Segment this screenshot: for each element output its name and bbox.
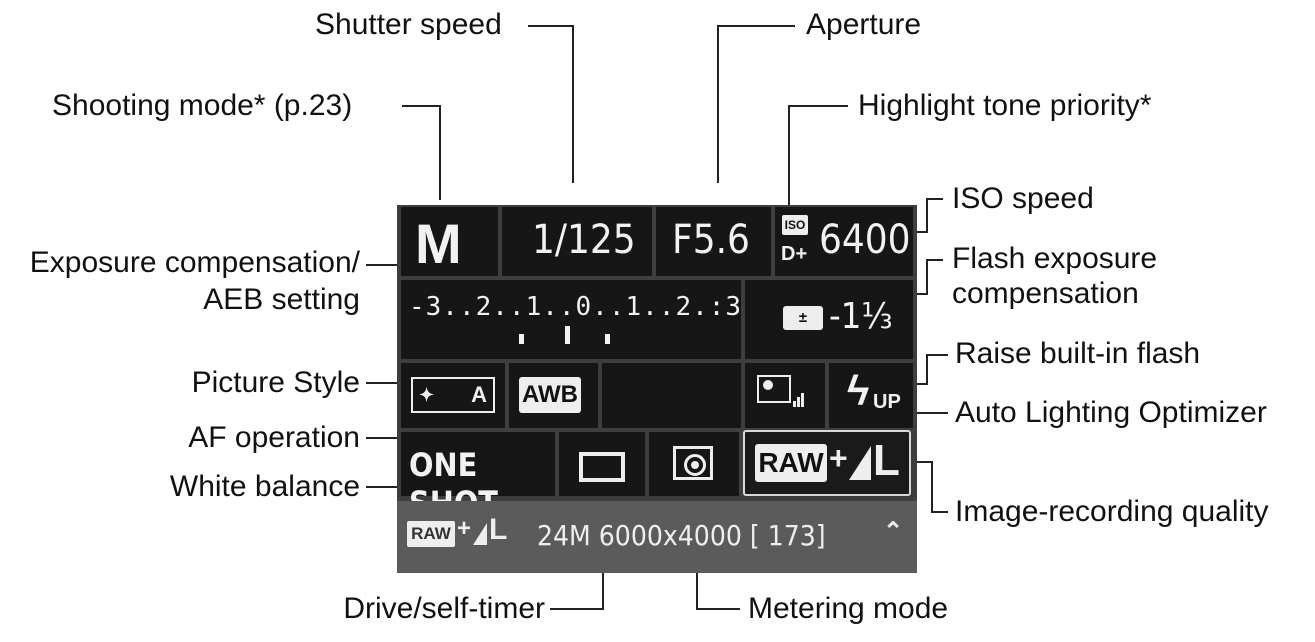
leader-image-quality (916, 461, 948, 513)
aeb-mark-right (605, 334, 610, 344)
picture-style-icon: ✦ A (411, 377, 495, 413)
shutter-speed-value: 1/125 (532, 217, 636, 263)
auto-lighting-optimizer-icon (757, 375, 791, 403)
flash-bolt-icon: ϟ (847, 367, 870, 414)
label-white-balance: White balance (169, 470, 360, 503)
highlight-tone-priority-indicator: D+ (781, 243, 808, 265)
aeb-mark-center (565, 326, 570, 344)
evaluative-metering-icon (673, 446, 713, 480)
status-raw-badge: RAW (407, 521, 455, 547)
white-balance-value: AWB (519, 377, 581, 413)
iso-cell: ISO D+ 6400 (775, 207, 913, 276)
picture-style-value: A (471, 382, 487, 407)
leader-flash-exp (908, 259, 943, 295)
iso-speed-value: 6400 (819, 217, 911, 263)
alo-level-icon (793, 391, 805, 407)
status-size: L (489, 513, 508, 546)
shutter-speed-cell: 1/125 (502, 207, 652, 276)
label-shooting-mode: Shooting mode* (p.23) (52, 89, 353, 122)
flash-exposure-comp-cell: ± -1⅓ (745, 280, 913, 359)
label-exposure-comp-line2: AEB setting (203, 283, 360, 316)
status-wedge-icon (473, 523, 487, 545)
aeb-mark-left (519, 334, 524, 344)
label-aperture: Aperture (806, 8, 922, 41)
quality-size: L (873, 436, 900, 485)
quality-plus: + (829, 440, 848, 476)
label-exposure-comp-line1: Exposure compensation/ (29, 246, 360, 279)
label-flash-exp-line1: Flash exposure (952, 242, 1158, 275)
leader-shooting-mode (402, 105, 441, 200)
drive-cell (559, 432, 645, 496)
flash-exposure-value: -1⅓ (829, 296, 893, 337)
label-raise-flash: Raise built-in flash (955, 337, 1201, 370)
label-highlight-tone-priority: Highlight tone priority* (858, 89, 1152, 122)
label-drive: Drive/self-timer (343, 592, 545, 625)
picture-style-cell: ✦ A (401, 363, 505, 428)
metering-cell (649, 432, 739, 496)
label-auto-lighting: Auto Lighting Optimizer (955, 396, 1267, 429)
status-bar: RAW + L 24M 6000x4000 [ 173] ⌃ (397, 501, 917, 573)
leader-aperture (717, 25, 795, 183)
exposure-scale: -3..2..1..0..1..2.:3 (409, 292, 743, 322)
iso-badge-icon: ISO (782, 215, 808, 235)
label-image-quality: Image-recording quality (955, 495, 1269, 528)
exposure-compensation-cell: -3..2..1..0..1..2.:3 (401, 280, 741, 359)
leader-shutter-speed (528, 25, 574, 183)
leader-highlight-tone (788, 105, 848, 238)
shooting-mode-value: M (415, 212, 462, 275)
label-shutter-speed: Shutter speed (315, 8, 502, 41)
raw-badge-icon: RAW (755, 444, 827, 482)
label-af-operation: AF operation (188, 421, 360, 454)
auto-lighting-optimizer-cell (745, 363, 825, 428)
flash-exposure-icon: ± (783, 306, 823, 330)
label-flash-exp-line2: compensation (952, 277, 1139, 310)
label-iso-speed: ISO speed (952, 182, 1094, 215)
white-balance-cell: AWB (509, 363, 598, 428)
single-shot-drive-icon (579, 452, 625, 482)
raise-flash-cell: ϟ UP (829, 363, 913, 428)
aperture-value: F5.6 (672, 217, 750, 263)
camera-quick-control-screen: M 1/125 F5.6 ISO D+ 6400 -3..2..1..0..1.… (397, 205, 917, 573)
af-operation-cell: ONE SHOT (401, 432, 555, 522)
empty-cell (602, 363, 741, 428)
status-arrow-icon: ⌃ (883, 518, 904, 545)
large-fine-wedge-icon (849, 446, 871, 480)
shooting-mode-cell: M (401, 207, 498, 276)
image-quality-cell: RAW + L (743, 430, 911, 496)
aperture-cell: F5.6 (656, 207, 771, 276)
leader-iso-speed (912, 198, 943, 233)
label-picture-style: Picture Style (191, 366, 360, 399)
status-info: 24M 6000x4000 [ 173] (537, 519, 826, 552)
label-metering: Metering mode (748, 592, 949, 625)
flash-up-label: UP (873, 391, 901, 413)
leader-raise-flash (908, 354, 948, 385)
status-plus: + (457, 515, 472, 542)
